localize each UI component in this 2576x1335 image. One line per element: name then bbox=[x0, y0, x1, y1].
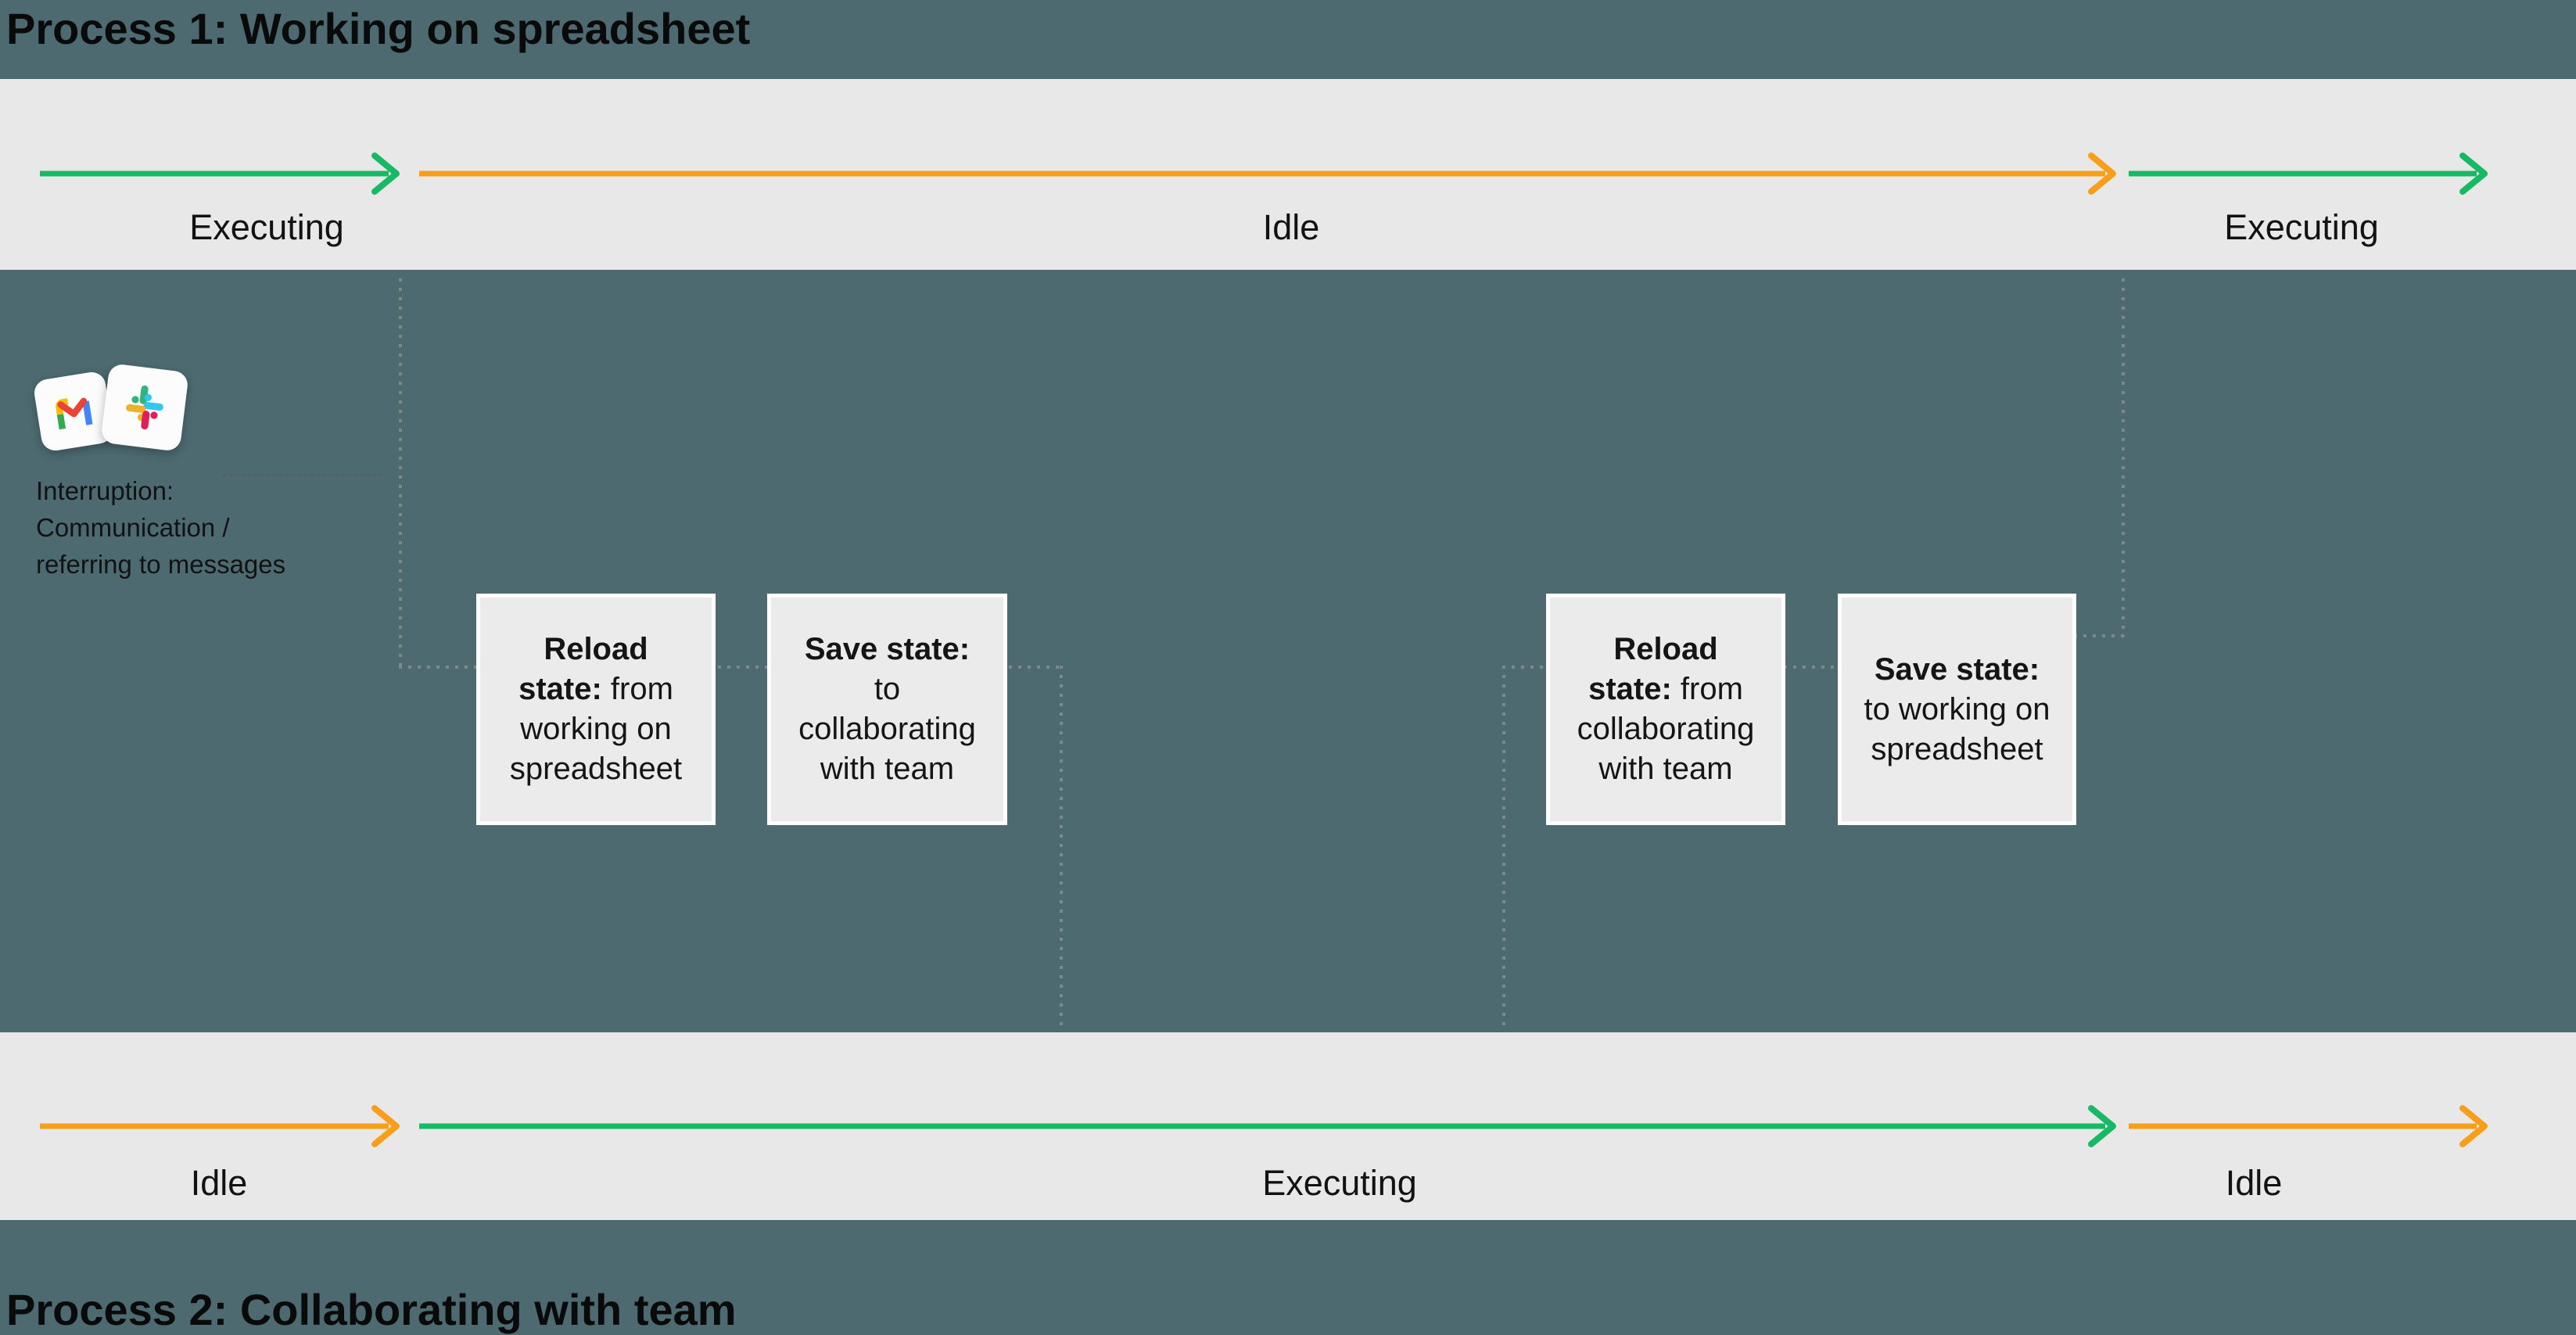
slack-icon bbox=[100, 363, 189, 452]
handoff-connector-horizontal-left bbox=[399, 666, 1063, 669]
state-label-p1-executing-b: Executing bbox=[2224, 207, 2379, 247]
state-label-p1-executing-a: Executing bbox=[189, 207, 344, 247]
interruption-caption-line3: referring to messages bbox=[36, 550, 286, 579]
box-line: collaborating bbox=[798, 712, 976, 746]
interruption-icons bbox=[32, 363, 199, 460]
state-box-save-to-spreadsheet: Save state: to working on spreadsheet bbox=[1838, 594, 2076, 825]
box-line: spreadsheet bbox=[1871, 731, 2043, 766]
box-line: Reload bbox=[544, 632, 648, 666]
handoff-connector-to-process2 bbox=[1060, 666, 1063, 1031]
interruption-connector bbox=[223, 474, 385, 476]
state-box-reload-from-spreadsheet: Reload state: from working on spreadshee… bbox=[476, 594, 716, 825]
box-line: Save state: bbox=[1874, 651, 2040, 687]
box-line: with team bbox=[820, 752, 955, 786]
state-box-save-to-collaborating: Save state: to collaborating with team bbox=[767, 594, 1007, 825]
gmail-logo-glyph bbox=[56, 397, 93, 430]
state-box-reload-from-collaborating: Reload state: from collaborating with te… bbox=[1546, 594, 1785, 825]
box-line: with team bbox=[1598, 752, 1733, 786]
slack-logo-glyph bbox=[126, 385, 163, 430]
executing-arrow-p1-a bbox=[40, 153, 400, 195]
process2-title: Process 2: Collaborating with team bbox=[6, 1285, 737, 1334]
executing-arrow-p1-b bbox=[2129, 153, 2488, 195]
state-label-p2-executing: Executing bbox=[1262, 1163, 1417, 1203]
handoff-connector-up-right bbox=[2122, 278, 2125, 637]
box-line: Reload bbox=[1613, 632, 1718, 666]
box-line: Save state: bbox=[804, 632, 970, 666]
box-line: state: from bbox=[518, 672, 673, 706]
idle-arrow-p1 bbox=[419, 153, 2116, 195]
process1-title: Process 1: Working on spreadsheet bbox=[6, 4, 751, 53]
handoff-connector-from-process2 bbox=[1502, 666, 1505, 1031]
box-line: to bbox=[874, 672, 901, 706]
box-line: state: from bbox=[1588, 672, 1743, 706]
box-line: collaborating bbox=[1577, 712, 1755, 746]
executing-arrow-p2 bbox=[419, 1105, 2116, 1147]
idle-arrow-p2-a bbox=[40, 1105, 400, 1147]
interruption-caption: Interruption: Communication / referring … bbox=[36, 472, 285, 583]
interruption-caption-line1: Interruption: bbox=[36, 476, 174, 505]
state-label-p2-idle-b: Idle bbox=[2225, 1163, 2283, 1203]
box-line: working on bbox=[520, 712, 672, 746]
interruption-caption-line2: Communication / bbox=[36, 513, 230, 542]
idle-arrow-p2-b bbox=[2129, 1105, 2488, 1147]
state-label-p2-idle-a: Idle bbox=[190, 1163, 248, 1203]
box-line: spreadsheet bbox=[509, 752, 683, 786]
state-label-p1-idle: Idle bbox=[1262, 207, 1320, 247]
gmail-icon bbox=[32, 370, 115, 453]
handoff-connector-down-left bbox=[399, 278, 402, 668]
box-line: to working on bbox=[1864, 691, 2050, 727]
